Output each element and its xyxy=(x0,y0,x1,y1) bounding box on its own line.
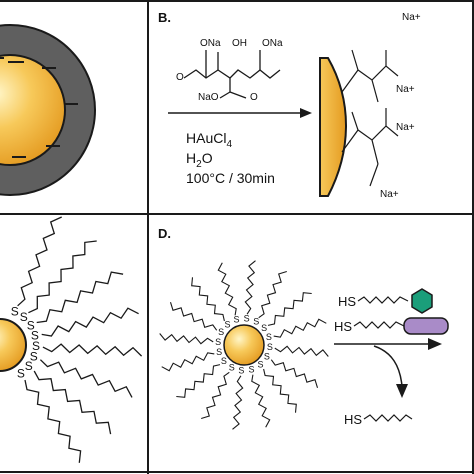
panel-a xyxy=(0,24,96,196)
gold-surface xyxy=(319,57,347,197)
alkyl-chain xyxy=(33,370,112,435)
sulfur-label: S xyxy=(233,314,239,324)
alkyl-chain xyxy=(274,345,329,357)
sulfur-label: S xyxy=(253,316,259,326)
reagent-label: O xyxy=(176,72,184,83)
alkyl-chain xyxy=(251,374,271,428)
sulfur-label: S xyxy=(238,365,244,375)
sulfur-label: S xyxy=(257,359,263,369)
negative-charge-marks xyxy=(0,57,78,158)
reagent-label: OH xyxy=(232,38,247,49)
released-thiol-label: HS xyxy=(344,412,362,427)
sulfur-label: S xyxy=(261,323,267,333)
sulfur-label: S xyxy=(17,366,25,380)
sulfur-label: S xyxy=(27,318,35,332)
reagent-label: ONa xyxy=(262,38,283,49)
sulfur-label: S xyxy=(229,362,235,372)
alkyl-chain xyxy=(263,368,297,413)
thiol-chain xyxy=(353,321,405,329)
citrate-reagent xyxy=(183,50,281,99)
sulfur-label: S xyxy=(267,342,273,352)
thiol-label: HS xyxy=(334,319,352,334)
condition-line-3: 100°C / 30min xyxy=(186,170,275,186)
alkyl-chain xyxy=(201,371,230,420)
gold-core xyxy=(0,318,27,372)
sulfur-label: S xyxy=(218,327,224,337)
alkyl-chain xyxy=(17,216,62,307)
sulfur-label: S xyxy=(11,304,19,318)
sulfur-label: S xyxy=(20,310,28,324)
alkyl-chain xyxy=(217,262,237,316)
alkyl-chains xyxy=(159,260,329,430)
alkyl-chain xyxy=(258,270,287,319)
sulfur-label: S xyxy=(266,332,272,342)
panel-label-b: B. xyxy=(158,10,171,25)
alkyl-chain xyxy=(41,307,139,337)
panel-label-d: D. xyxy=(158,226,171,241)
alkyl-chain xyxy=(191,277,225,322)
alkyl-chain xyxy=(159,333,214,345)
alkyl-chain xyxy=(39,359,133,398)
sodium-ion-label: Na+ xyxy=(380,189,399,200)
thiol-chain xyxy=(357,296,409,304)
alkyl-chain xyxy=(232,375,244,430)
sulfur-label: S xyxy=(30,349,38,363)
exchange-arrow xyxy=(334,338,442,398)
reagent-label: O xyxy=(250,92,258,103)
sulfur-label: S xyxy=(264,352,270,362)
sulfur-label: S xyxy=(248,364,254,374)
condition-line-1: HAuCl4 xyxy=(186,130,232,150)
sulfur-label: S xyxy=(224,319,230,329)
gold-core xyxy=(0,54,66,166)
alkyl-chain xyxy=(169,302,218,331)
sulfur-label: S xyxy=(25,359,33,373)
released-thiol-chain xyxy=(363,414,413,422)
sodium-ion-label: Na+ xyxy=(396,122,415,133)
reaction-arrow xyxy=(168,108,312,118)
sulfur-label: S xyxy=(244,313,250,323)
sodium-ion-label: Na+ xyxy=(396,84,415,95)
alkyl-chain xyxy=(244,260,256,315)
alkyl-chain xyxy=(28,240,97,314)
bound-citrate-2 xyxy=(341,108,399,187)
sulfur-label: S xyxy=(31,328,39,342)
alkyl-chains xyxy=(17,216,143,463)
reagent-label: NaO xyxy=(198,92,219,103)
reagent-label: ONa xyxy=(200,38,221,49)
gold-core xyxy=(223,324,265,366)
alkyl-chain xyxy=(273,318,327,338)
alkyl-chain xyxy=(270,359,319,388)
sodium-ion-label: Na+ xyxy=(402,12,421,23)
alkyl-chain xyxy=(42,343,143,357)
sulfur-label: S xyxy=(216,347,222,357)
alkyl-chain xyxy=(267,292,312,326)
hexagon-tag xyxy=(411,288,433,314)
bound-citrate-1 xyxy=(341,49,399,103)
sulfur-label: S xyxy=(32,339,40,353)
alkyl-chain xyxy=(24,379,82,463)
alkyl-chain xyxy=(36,271,124,324)
condition-line-2: H2O xyxy=(186,150,213,170)
sulfur-label: S xyxy=(215,337,221,347)
bar-tag xyxy=(403,317,449,335)
panel-b: B. ONa OH ONa NaO O O HAuCl4 H2O 100°C /… xyxy=(158,10,421,200)
alkyl-chain xyxy=(161,352,215,372)
alkyl-chain xyxy=(176,364,221,398)
sulfur-label: S xyxy=(221,356,227,366)
thiol-label: HS xyxy=(338,294,356,309)
